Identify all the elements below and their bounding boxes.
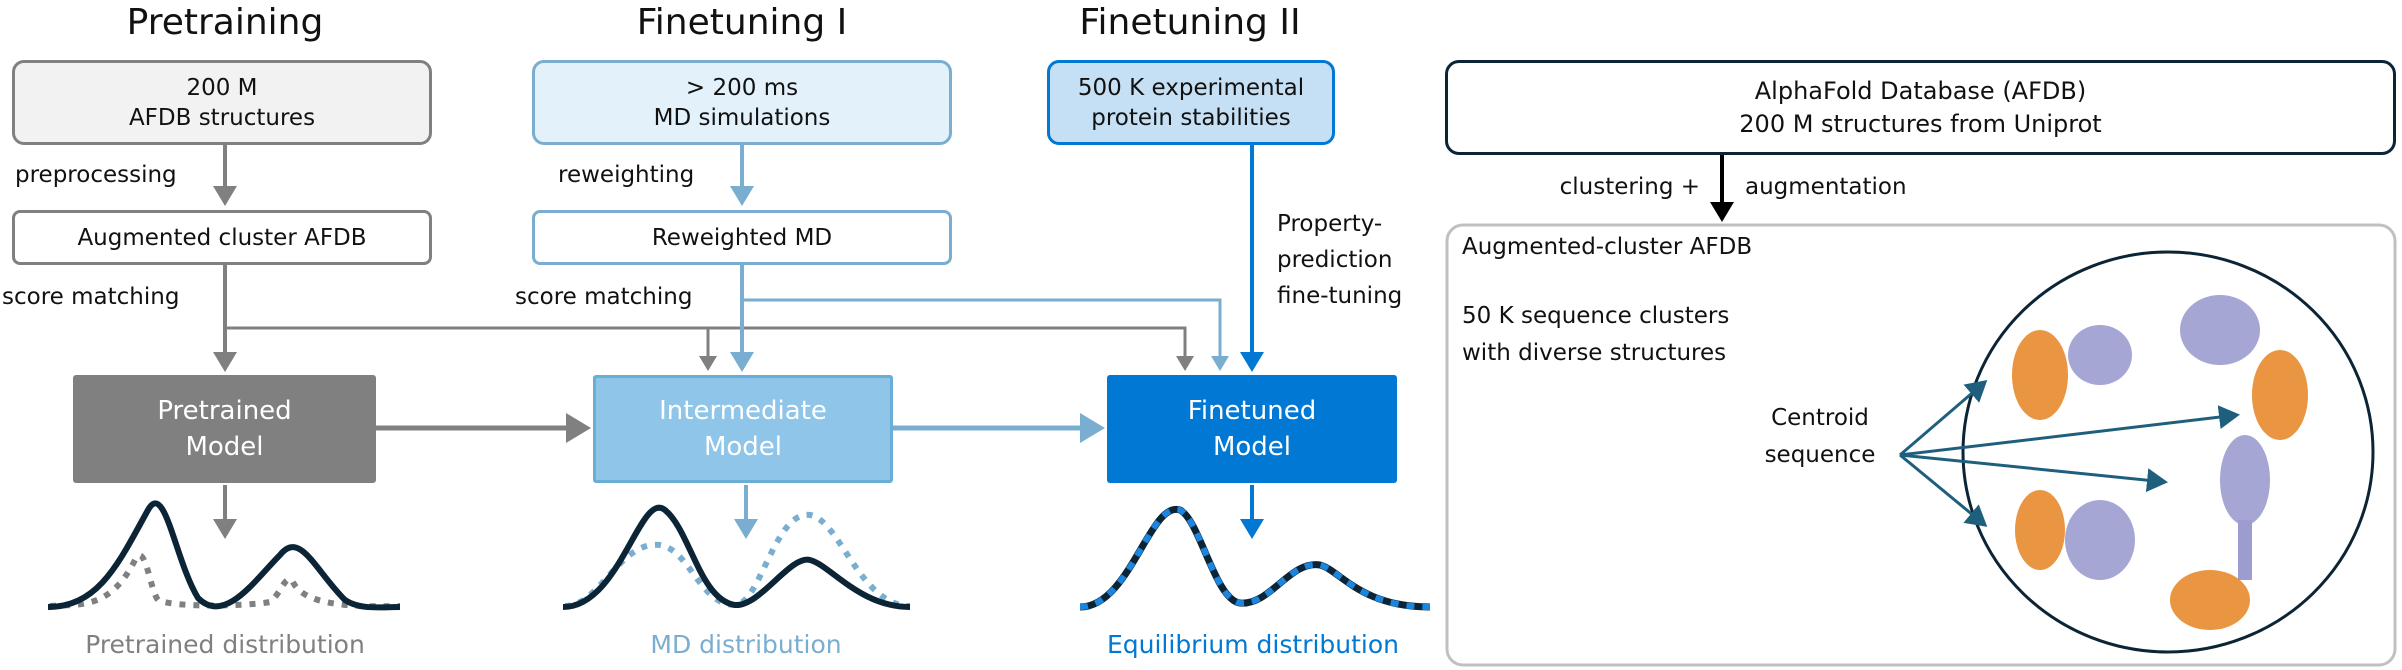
label-pretrained-distribution: Pretrained distribution bbox=[85, 630, 365, 659]
finetuned-model: Finetuned Model bbox=[1107, 375, 1397, 483]
cluster-circle bbox=[1961, 250, 2375, 654]
label-centroid-sequence: Centroid sequence bbox=[1760, 400, 1880, 474]
source-line: 200 M structures from Uniprot bbox=[1739, 109, 2102, 138]
protein-structure-1 bbox=[2012, 325, 2132, 420]
model-line: Intermediate bbox=[659, 396, 827, 426]
source-line: 500 K experimental bbox=[1077, 74, 1305, 101]
source-alphafold-database: AlphaFold Database (AFDB) 200 M structur… bbox=[1445, 60, 2396, 155]
source-line: AlphaFold Database (AFDB) bbox=[1754, 76, 2087, 105]
label-score-matching-md: score matching bbox=[515, 284, 693, 310]
label-score-matching-pretrain: score matching bbox=[2, 284, 180, 310]
pretrained-distribution-curve bbox=[47, 500, 401, 611]
intermediate-model: Intermediate Model bbox=[593, 375, 893, 483]
model-line: Model bbox=[185, 432, 264, 462]
line-md-to-finetuned bbox=[742, 298, 1229, 371]
source-protein-stabilities: 500 K experimental protein stabilities bbox=[1047, 60, 1335, 145]
label-clustering: clustering + bbox=[1559, 174, 1700, 200]
md-distribution-curve bbox=[562, 504, 911, 610]
title-pretraining: Pretraining bbox=[126, 2, 324, 43]
dataset-reweighted-md: Reweighted MD bbox=[532, 210, 952, 265]
model-line: Finetuned bbox=[1187, 396, 1317, 426]
label-augmentation: augmentation bbox=[1745, 174, 1907, 200]
label-preprocessing: preprocessing bbox=[15, 162, 177, 188]
protein-structure-4 bbox=[2170, 435, 2270, 630]
source-line: AFDB structures bbox=[128, 104, 316, 131]
panel-title: Augmented-cluster AFDB bbox=[1462, 234, 1753, 260]
source-line: MD simulations bbox=[653, 104, 831, 131]
augmented-cluster-panel bbox=[1445, 223, 2397, 667]
model-line: Pretrained bbox=[157, 396, 292, 426]
label-line: fine-tuning bbox=[1277, 283, 1403, 309]
dataset-augmented-cluster-afdb: Augmented cluster AFDB bbox=[12, 210, 432, 265]
source-line: protein stabilities bbox=[1091, 104, 1291, 131]
label-line: sequence bbox=[1764, 442, 1876, 468]
equilibrium-distribution-curve bbox=[1079, 506, 1431, 611]
centroid-arrows bbox=[1899, 380, 2240, 527]
label-property-prediction: Property- prediction fine-tuning bbox=[1277, 206, 1402, 314]
model-line: Model bbox=[703, 432, 783, 462]
equilibrium-reference-curve bbox=[1079, 506, 1431, 610]
source-afdb-structures: 200 M AFDB structures bbox=[12, 60, 432, 145]
protein-structure-3 bbox=[2015, 490, 2135, 580]
source-line: 200 M bbox=[186, 74, 258, 101]
line-afdb-to-later bbox=[225, 326, 1194, 371]
label-sequence-clusters: 50 K sequence clusters with diverse stru… bbox=[1462, 298, 1729, 372]
label-equilibrium-distribution: Equilibrium distribution bbox=[1106, 630, 1400, 659]
label-line: Centroid bbox=[1771, 405, 1869, 431]
label-reweighting: reweighting bbox=[558, 162, 695, 188]
source-md-simulations: > 200 ms MD simulations bbox=[532, 60, 952, 145]
title-finetuning-1: Finetuning I bbox=[636, 2, 848, 43]
label-line: prediction bbox=[1277, 247, 1393, 273]
label-line: 50 K sequence clusters bbox=[1462, 303, 1730, 329]
label-line: with diverse structures bbox=[1462, 340, 1727, 366]
label-md-distribution: MD distribution bbox=[650, 630, 842, 659]
protein-structure-2 bbox=[2180, 295, 2308, 440]
label-line: Property- bbox=[1277, 211, 1383, 237]
pretrained-model: Pretrained Model bbox=[73, 375, 376, 483]
model-line: Model bbox=[1212, 432, 1292, 462]
source-line: > 200 ms bbox=[685, 74, 799, 101]
title-finetuning-2: Finetuning II bbox=[1079, 2, 1301, 43]
